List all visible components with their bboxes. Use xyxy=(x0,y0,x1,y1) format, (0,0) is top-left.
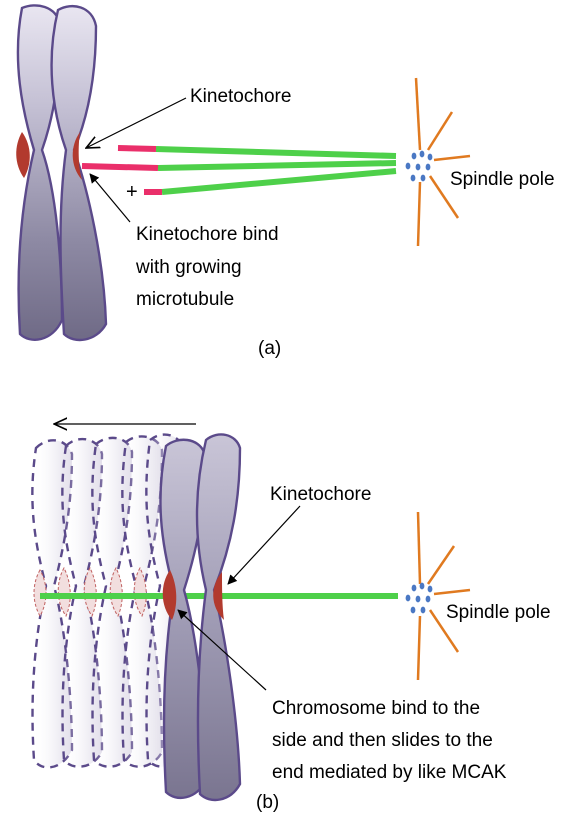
slide-note-line-3: end mediated by like MCAK xyxy=(272,762,507,783)
spindle-pole-b xyxy=(406,512,470,680)
kinetochore-pointer-b xyxy=(228,506,300,584)
chromatid-right-b xyxy=(197,434,240,800)
aster-ray xyxy=(428,546,454,584)
bind-note-line-1: Kinetochore bind xyxy=(136,224,279,245)
kinetochore-label-a: Kinetochore xyxy=(190,86,291,107)
kinetochore-label-b: Kinetochore xyxy=(270,484,371,505)
bind-note-line-2: with growing xyxy=(135,257,242,278)
aster-ray xyxy=(434,156,470,160)
bind-note-pointer-a xyxy=(90,174,130,222)
kinetochore-left-a xyxy=(16,132,30,178)
aster-ray xyxy=(434,590,470,594)
microtubule-a-3 xyxy=(162,171,396,192)
spindle-pole-label-b: Spindle pole xyxy=(446,602,551,623)
panel-caption-b: (b) xyxy=(256,792,279,813)
panel-caption-a: (a) xyxy=(258,338,281,359)
slide-note-line-1: Chromosome bind to the xyxy=(272,698,480,719)
aster-ray xyxy=(418,512,420,584)
aster-ray xyxy=(418,616,420,680)
kinetochore-pointer-a xyxy=(86,98,186,148)
microtubule-a-2 xyxy=(158,163,396,168)
panel-b: Kinetochore Spindle pole Chromosome bind… xyxy=(32,424,550,813)
plus-end-a-2 xyxy=(82,166,158,168)
spindle-pole-a xyxy=(406,78,470,246)
centrosome-dots xyxy=(406,583,433,614)
aster-ray xyxy=(416,78,420,150)
plus-end-a-1 xyxy=(118,148,156,149)
slide-note-line-2: side and then slides to the xyxy=(272,730,493,751)
plus-end-sign: + xyxy=(126,181,138,203)
spindle-pole-label-a: Spindle pole xyxy=(450,169,555,190)
aster-ray xyxy=(418,182,420,246)
bind-note-line-3: microtubule xyxy=(136,289,234,310)
microtubule-a-1 xyxy=(156,149,396,156)
chromosome-a xyxy=(18,5,106,340)
centrosome-dots xyxy=(406,151,433,182)
aster-ray xyxy=(428,112,452,150)
panel-a: + Kinetochore Spindle pole Kineto xyxy=(16,5,554,359)
